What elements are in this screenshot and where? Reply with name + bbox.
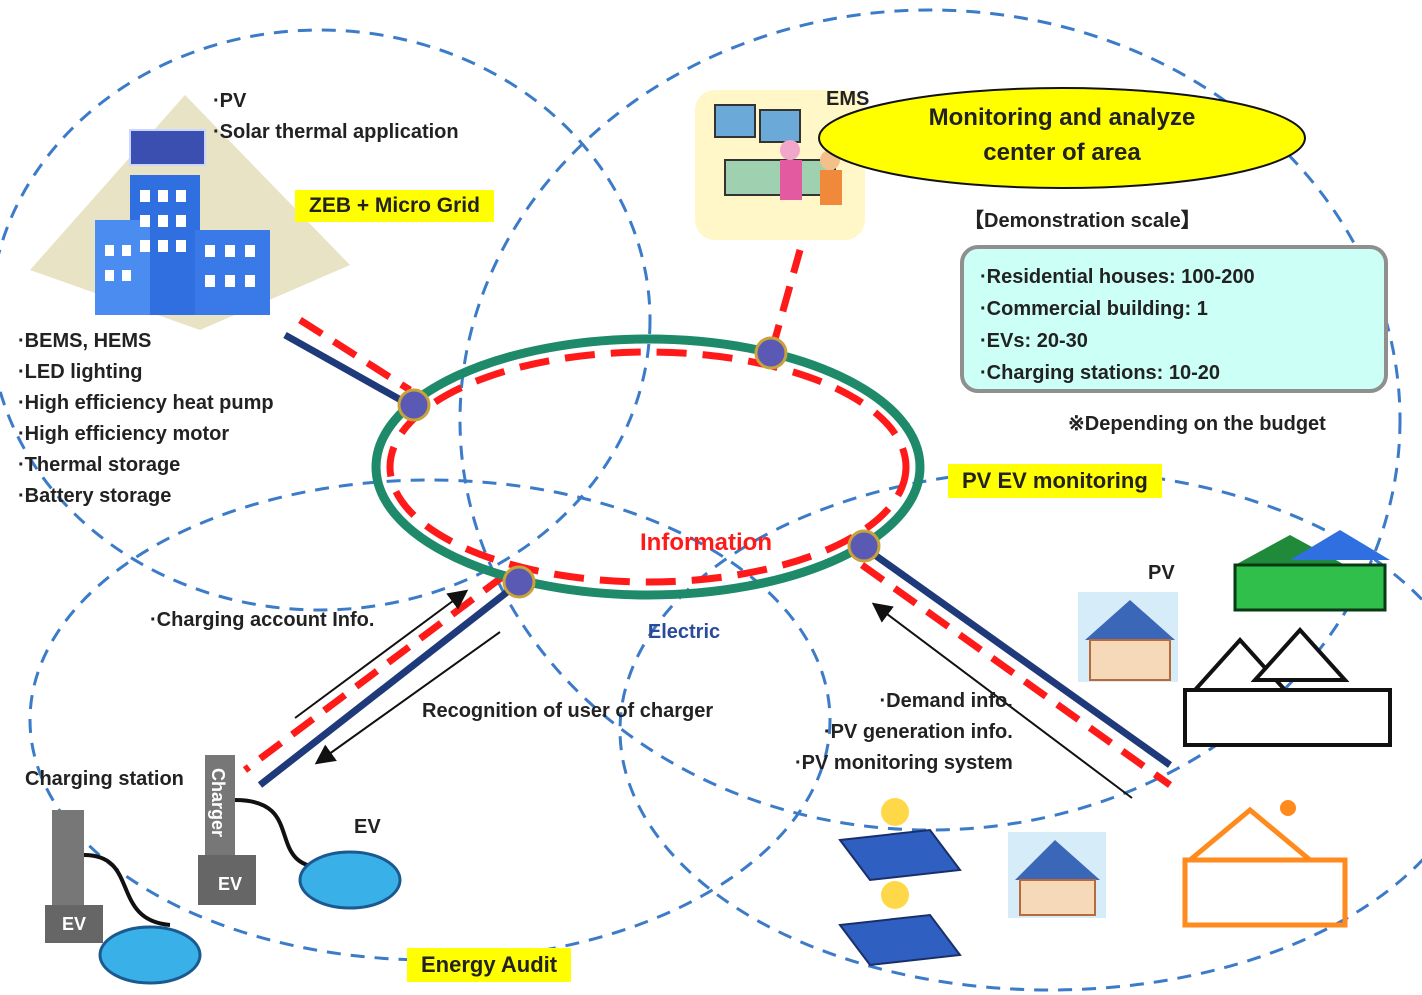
recognition-user-label: Recognition of user of charger [422, 700, 714, 722]
building-feature-item: Thermal storage [18, 450, 274, 481]
zeb-building-illustration [30, 95, 350, 330]
arrow-recognition [314, 631, 501, 765]
pv-info-item: PV monitoring system [795, 748, 1013, 779]
building-feature-item: High efficiency motor [18, 419, 274, 450]
demonstration-scale-box: Residential houses: 100-200 Commercial b… [960, 245, 1388, 393]
scale-item: EVs: 20-30 [980, 325, 1368, 357]
info-line-zeb [298, 317, 412, 393]
charging-station-label: Charging station [25, 768, 184, 790]
ring-nodes [397, 336, 881, 599]
building-feature-item: High efficiency heat pump [18, 388, 274, 419]
charging-account-info: Charging account Info. [150, 605, 375, 636]
ev-charger-label-right: EV [218, 874, 242, 894]
chargers-and-evs-illustration [45, 755, 402, 985]
charger-label: Charger [208, 768, 228, 837]
scale-item: Commercial building: 1 [980, 293, 1368, 325]
budget-note: ※Depending on the budget [1068, 413, 1326, 435]
ems-operators-illustration [695, 90, 865, 240]
arrow-account-info [294, 589, 469, 719]
monitoring-zone [458, 8, 1402, 832]
zeb-features-list: PV Solar thermal application [213, 86, 459, 148]
pv-panels-illustration [838, 798, 1106, 967]
ev-charger-label-left: EV [62, 914, 86, 934]
solar-panel-icon [129, 129, 206, 166]
node-charger [502, 565, 536, 599]
pv-ev-monitoring-label: PV EV monitoring [948, 464, 1162, 498]
node-pv [847, 529, 881, 563]
electric-ring [371, 334, 925, 600]
energy-audit-label: Energy Audit [407, 948, 572, 982]
node-ems [754, 336, 788, 370]
electric-line-pv [862, 545, 1173, 768]
zeb-micro-grid-label: ZEB + Micro Grid [295, 190, 494, 222]
houses-illustration [1078, 530, 1392, 928]
ev-car-left [98, 925, 202, 985]
pv-info-item: PV generation info. [795, 717, 1013, 748]
pv-info-list: Demand info. PV generation info. PV moni… [795, 686, 1013, 779]
scale-item: Charging stations: 10-20 [980, 357, 1368, 389]
demonstration-scale-title: 【Demonstration scale】 [964, 210, 1201, 232]
building-feature-item: BEMS, HEMS [18, 326, 274, 357]
info-line-pv [859, 562, 1173, 788]
electric-line-charger [257, 579, 523, 788]
building-feature-item: LED lighting [18, 357, 274, 388]
monitoring-center-line2: center of area [983, 139, 1141, 166]
node-zeb [397, 388, 431, 422]
ev-label: EV [354, 816, 381, 838]
monitoring-center-bubble [818, 87, 1306, 189]
electric-label: Electric [648, 621, 720, 643]
ems-label: EMS [826, 88, 870, 110]
scale-item: Residential houses: 100-200 [980, 261, 1368, 293]
pv-house-label: PV [1148, 562, 1175, 584]
zeb-feature-item: PV [213, 86, 459, 117]
pv-info-item: Demand info. [795, 686, 1013, 717]
zeb-feature-item: Solar thermal application [213, 117, 459, 148]
ev-car-right [298, 850, 402, 910]
building-feature-item: Battery storage [18, 481, 274, 512]
electric-line-zeb [283, 331, 417, 412]
info-line-ems [768, 249, 804, 351]
charging-account-list: Charging account Info. [150, 605, 375, 636]
monitoring-center-line1: Monitoring and analyze [929, 104, 1196, 131]
information-label: Information [640, 529, 772, 556]
information-ring [386, 348, 910, 586]
building-features-list: BEMS, HEMS LED lighting High efficiency … [18, 326, 274, 512]
